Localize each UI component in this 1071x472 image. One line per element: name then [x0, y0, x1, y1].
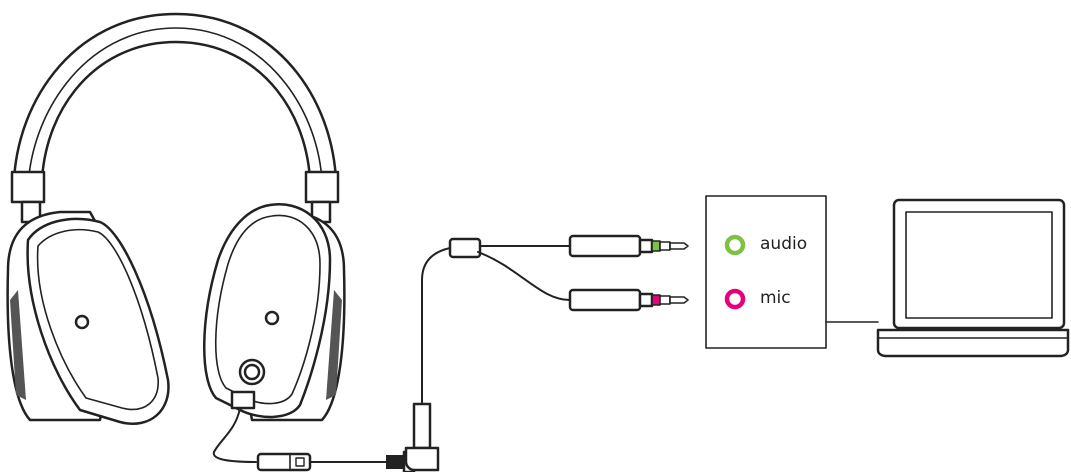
- audio-port-icon: [724, 234, 746, 256]
- audio-port-label: audio: [760, 234, 808, 254]
- splitter-cable-icon: [386, 237, 571, 472]
- headset-icon: [6, 12, 346, 425]
- mic-port-label: mic: [760, 288, 791, 308]
- audio-plug-icon: [568, 234, 689, 258]
- laptop-icon: [876, 198, 1070, 358]
- mic-port-icon: [724, 288, 746, 310]
- volume-control-icon: [256, 452, 312, 472]
- port-panel-icon: [705, 195, 827, 349]
- mic-plug-icon: [568, 288, 689, 312]
- headset-cable: [212, 407, 257, 463]
